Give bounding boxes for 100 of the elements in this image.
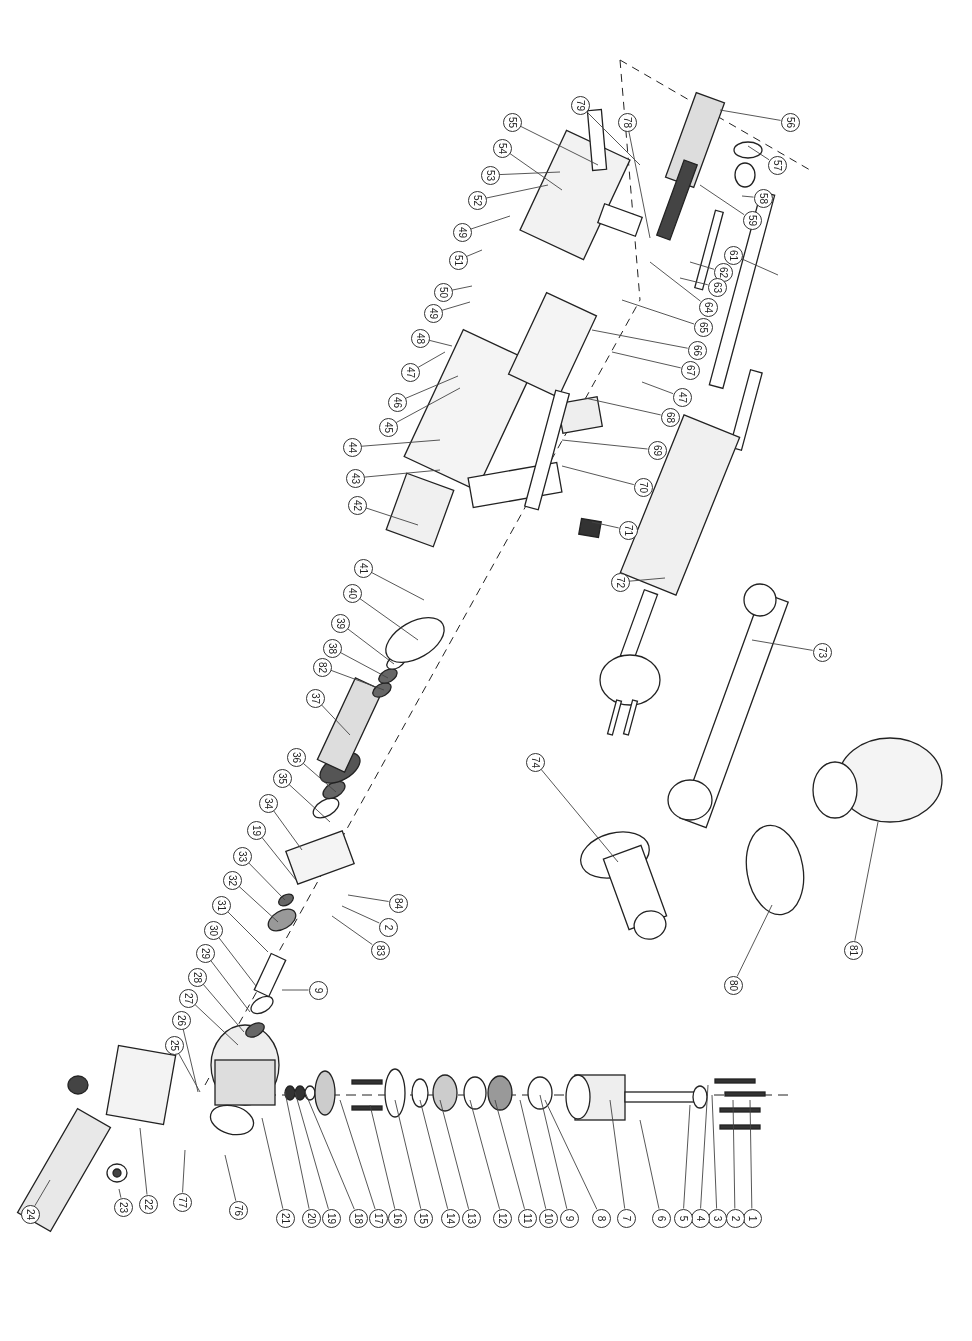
leader-line bbox=[281, 989, 309, 991]
callout-number: 49 bbox=[452, 222, 472, 242]
leader-line bbox=[641, 381, 674, 395]
leader-line bbox=[182, 1149, 186, 1193]
callout-number: 19 bbox=[246, 820, 266, 840]
leader-line bbox=[339, 652, 389, 679]
leader-line bbox=[304, 1091, 355, 1210]
leader-line bbox=[261, 1117, 284, 1210]
leader-line bbox=[609, 1099, 626, 1210]
callout-number: 40 bbox=[342, 583, 362, 603]
leader-line bbox=[330, 669, 385, 691]
callout-number: 41 bbox=[353, 558, 373, 578]
callout-number: 9 bbox=[559, 1208, 579, 1228]
leader-line bbox=[747, 145, 770, 161]
leader-line bbox=[470, 215, 511, 230]
leader-line bbox=[227, 911, 269, 953]
leader-line bbox=[238, 885, 279, 923]
callout-number: 30 bbox=[203, 920, 223, 940]
leader-line bbox=[700, 1084, 709, 1209]
leader-line bbox=[741, 195, 754, 198]
callout-number: 14 bbox=[440, 1208, 460, 1228]
leader-line bbox=[540, 768, 619, 863]
leader-line bbox=[359, 598, 419, 641]
leader-line bbox=[248, 862, 286, 901]
leader-line bbox=[202, 983, 245, 1033]
leader-line bbox=[441, 301, 471, 311]
callout-number: 72 bbox=[610, 572, 630, 592]
leader-line bbox=[224, 1154, 237, 1202]
leader-line bbox=[683, 1104, 691, 1209]
callout-number: 83 bbox=[370, 940, 390, 960]
callout-number: 4 bbox=[690, 1208, 710, 1228]
callout-number: 82 bbox=[312, 657, 332, 677]
callout-number: 74 bbox=[525, 752, 545, 772]
callout-number: 5 bbox=[673, 1208, 693, 1228]
leader-line bbox=[361, 439, 441, 447]
callout-number: 16 bbox=[387, 1208, 407, 1228]
leader-line bbox=[621, 299, 695, 325]
leader-line bbox=[732, 1099, 736, 1209]
leader-line bbox=[499, 171, 561, 176]
leader-line bbox=[854, 821, 879, 942]
leader-line bbox=[639, 1119, 660, 1210]
leader-line bbox=[339, 1099, 376, 1210]
leader-line bbox=[469, 1099, 500, 1210]
leader-line bbox=[586, 111, 641, 166]
leader-line bbox=[539, 1094, 568, 1210]
callout-number: 31 bbox=[211, 895, 231, 915]
leader-line bbox=[405, 375, 459, 399]
leader-line bbox=[428, 339, 453, 347]
callout-number: 3 bbox=[707, 1208, 727, 1228]
leader-line bbox=[509, 153, 563, 191]
callout-number: 10 bbox=[538, 1208, 558, 1228]
callout-number: 79 bbox=[570, 95, 590, 115]
leader-line bbox=[591, 521, 620, 529]
leader-line bbox=[520, 125, 599, 166]
leader-line bbox=[210, 960, 251, 1013]
leader-line bbox=[139, 1127, 148, 1195]
callout-number: 21 bbox=[275, 1208, 295, 1228]
callout-number: 39 bbox=[330, 613, 350, 633]
leader-line bbox=[365, 507, 419, 526]
leader-line bbox=[347, 894, 390, 902]
callout-number: 45 bbox=[378, 417, 398, 437]
callout-number: 8 bbox=[591, 1208, 611, 1228]
leader-line bbox=[699, 184, 745, 216]
leader-line bbox=[218, 937, 257, 987]
callout-number: 78 bbox=[617, 112, 637, 132]
callout-number: 9 bbox=[308, 980, 328, 1000]
leader-line bbox=[591, 329, 689, 349]
callout-number: 73 bbox=[812, 642, 832, 662]
leader-line bbox=[751, 639, 814, 651]
callout-number: 49 bbox=[423, 303, 443, 323]
callout-number: 50 bbox=[433, 282, 453, 302]
callout-number: 53 bbox=[480, 165, 500, 185]
leader-line bbox=[439, 1099, 470, 1210]
leader-line bbox=[321, 704, 351, 736]
callout-number: 80 bbox=[723, 975, 743, 995]
callout-number: 56 bbox=[780, 112, 800, 132]
leader-line bbox=[741, 258, 779, 276]
callout-number: 55 bbox=[502, 112, 522, 132]
callout-number: 64 bbox=[698, 297, 718, 317]
callout-number: 70 bbox=[633, 477, 653, 497]
callout-number: 54 bbox=[492, 138, 512, 158]
leader-line bbox=[182, 1028, 199, 1093]
leader-line bbox=[347, 628, 395, 665]
leader-line bbox=[331, 915, 373, 945]
callout-number: 25 bbox=[164, 1035, 184, 1055]
callout-number: 67 bbox=[680, 360, 700, 380]
callout-number: 23 bbox=[113, 1197, 133, 1217]
callout-number: 34 bbox=[258, 793, 278, 813]
callout-number: 42 bbox=[347, 495, 367, 515]
leader-line bbox=[519, 1099, 547, 1210]
leader-line bbox=[711, 1094, 718, 1209]
leader-line bbox=[194, 1004, 239, 1046]
callout-number: 48 bbox=[410, 328, 430, 348]
callout-number: 17 bbox=[368, 1208, 388, 1228]
callout-number: 69 bbox=[647, 440, 667, 460]
leader-line bbox=[649, 261, 701, 302]
callout-number: 19 bbox=[321, 1208, 341, 1228]
callout-number: 59 bbox=[742, 210, 762, 230]
leader-line bbox=[34, 1179, 51, 1207]
callout-number: 26 bbox=[171, 1010, 191, 1030]
